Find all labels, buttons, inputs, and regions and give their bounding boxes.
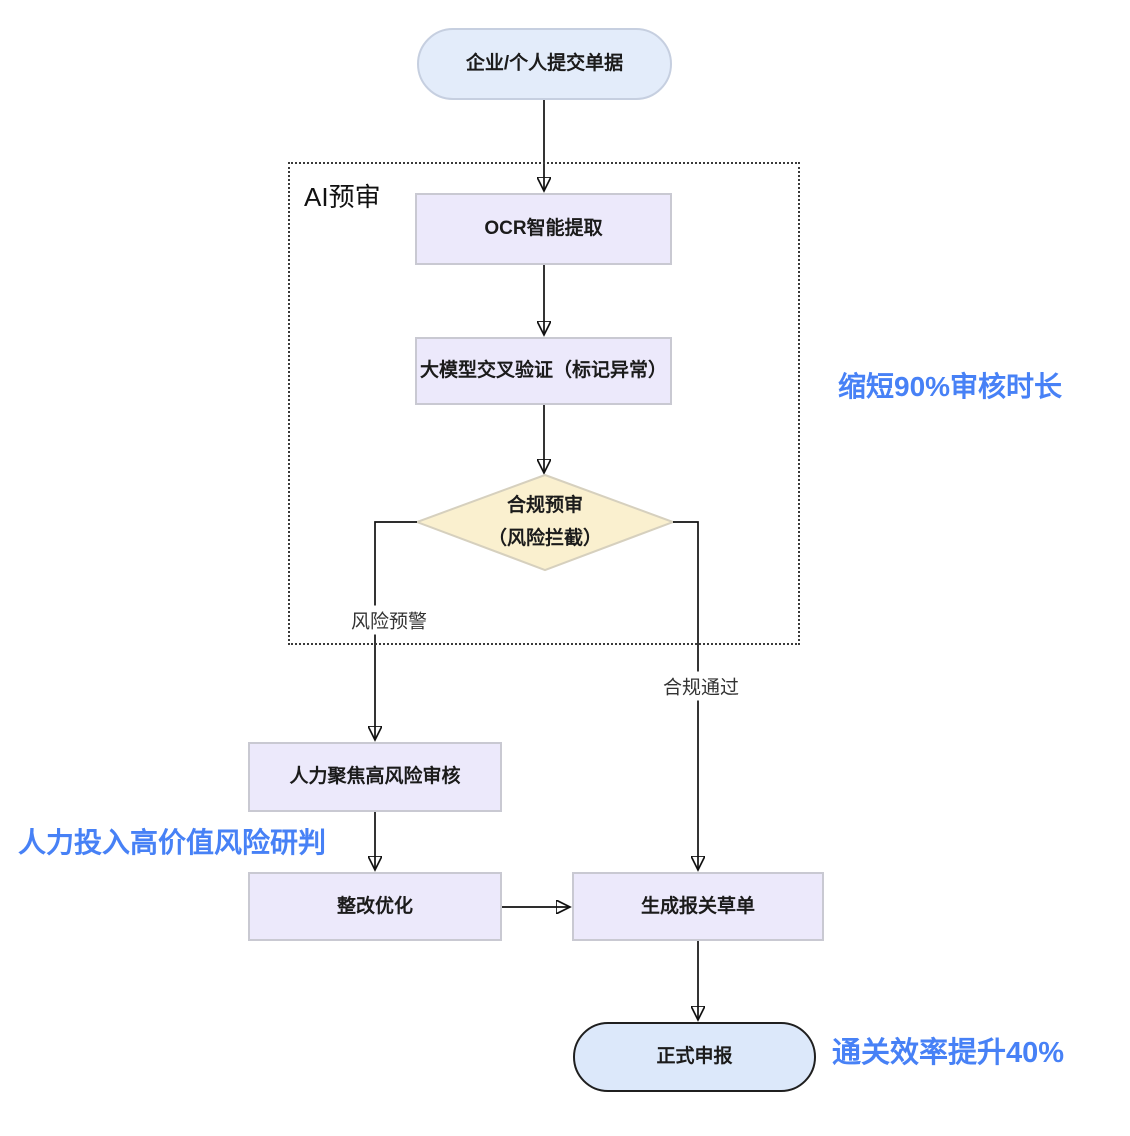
edge-decision-to-draft — [673, 521, 698, 870]
edge-label-compliance-pass: 合规通过 — [657, 671, 745, 701]
node-submit-documents: 企业/个人提交单据 — [417, 28, 672, 100]
ai-prereview-group-box — [288, 162, 800, 645]
node-generate-declaration-draft: 生成报关草单 — [572, 872, 824, 941]
ai-prereview-group-label: AI预审 — [304, 182, 381, 212]
node-formal-declaration: 正式申报 — [573, 1022, 816, 1092]
edge-decision-to-manual — [375, 521, 417, 740]
annotation-manual-high-value-risk: 人力投入高价值风险研判 — [18, 827, 327, 858]
edge-label-risk-warning: 风险预警 — [345, 605, 433, 635]
decision-line1: 合规预审 — [506, 494, 584, 516]
decision-diamond-shape — [414, 473, 676, 572]
node-compliance-prereview: 合规预审 （风险拦截） — [488, 489, 602, 556]
annotation-clearance-efficiency: 通关效率提升40% — [832, 1037, 1065, 1069]
node-llm-cross-validation: 大模型交叉验证（标记异常） — [415, 337, 672, 405]
node-manual-high-risk-review: 人力聚焦高风险审核 — [248, 742, 502, 812]
annotation-review-time-reduction: 缩短90%审核时长 — [838, 371, 1063, 402]
node-rectify-optimize: 整改优化 — [248, 872, 502, 941]
node-ocr-extraction: OCR智能提取 — [415, 193, 672, 265]
decision-line2: （风险拦截） — [487, 528, 603, 549]
